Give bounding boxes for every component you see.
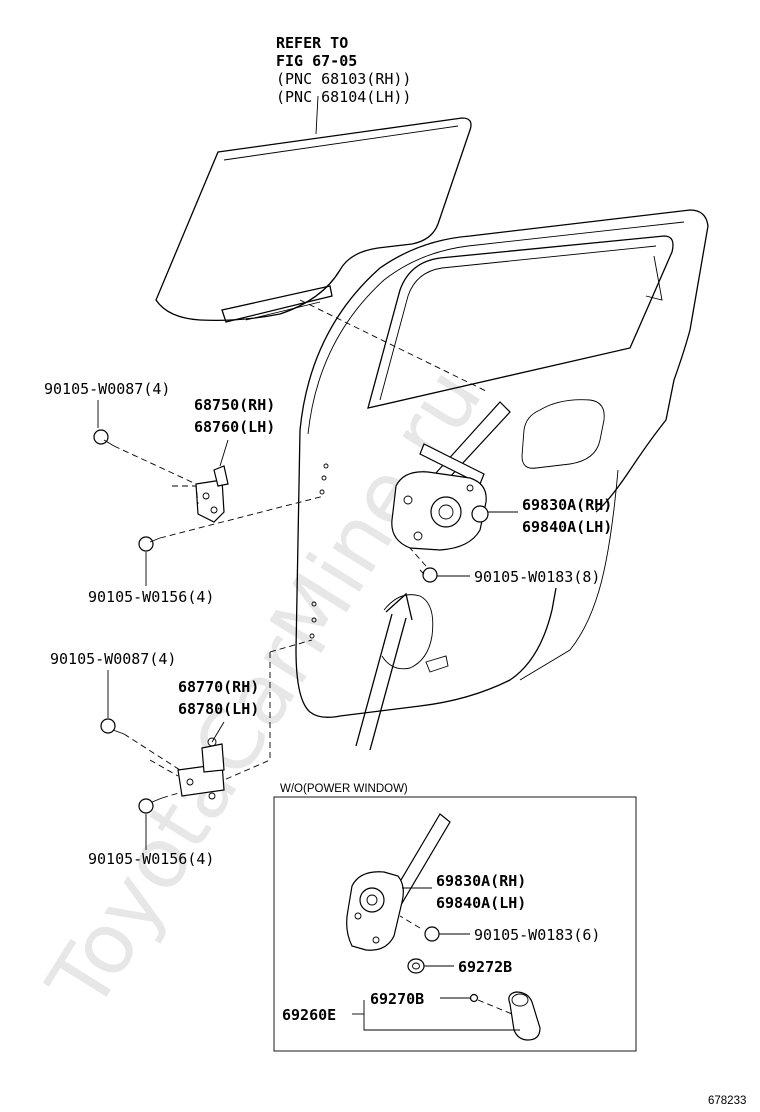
inset-label-handle-assy: 69260E — [282, 1006, 336, 1024]
label-lower-hinge-rh: 68770(RH) — [178, 678, 259, 696]
upper-hinge-top-bolt-icon — [93, 429, 115, 447]
refer-line-1: REFER TO — [276, 34, 348, 52]
label-lower-hinge-lh: 68780(LH) — [178, 700, 259, 718]
lower-hinge-door-dash — [269, 639, 313, 653]
lower-bolt-dash — [123, 733, 181, 771]
label-regulator-bolt: 90105-W0183(8) — [474, 568, 600, 586]
inset-label-washer: 69272B — [458, 958, 512, 976]
inset-label-bolt: 90105-W0183(6) — [474, 926, 600, 944]
refer-line-2: FIG 67-05 — [276, 52, 357, 70]
figure-code: 678233 — [708, 1095, 746, 1107]
inset-label-regulator-rh: 69830A(RH) — [436, 872, 526, 890]
inset-bolt-icon — [424, 926, 440, 942]
lower-hinge-bottom-bolt-icon — [138, 797, 163, 814]
assembly-arrow-icon — [355, 592, 413, 751]
label-bolt-lower-top: 90105-W0087(4) — [50, 650, 176, 668]
label-bolt-upper-top: 90105-W0087(4) — [44, 380, 170, 398]
inset-frame — [273, 796, 637, 1052]
upper-hinge-leader — [219, 439, 229, 467]
door-glass — [155, 117, 472, 323]
lower-hinge-top-bolt-icon — [100, 718, 125, 735]
inset-label-regulator-lh: 69840A(LH) — [436, 894, 526, 912]
snap-ring-icon — [469, 993, 479, 1003]
label-bolt-lower-bottom: 90105-W0156(4) — [88, 850, 214, 868]
label-regulator-rh: 69830A(RH) — [522, 496, 612, 514]
inset-label-snap-ring: 69270B — [370, 990, 424, 1008]
lower-hinge-bottom-dash — [161, 791, 183, 799]
inset-bolt-dash — [399, 915, 421, 929]
window-handle-icon — [508, 991, 541, 1041]
label-upper-hinge-rh: 68750(RH) — [194, 396, 275, 414]
window-regulator — [391, 401, 511, 551]
lower-hinge-dash — [223, 652, 271, 781]
regulator-bolt-dash — [409, 547, 427, 567]
label-regulator-lh: 69840A(LH) — [522, 518, 612, 536]
regulator-bolt-icon — [419, 567, 438, 583]
upper-bolt-dash — [113, 445, 197, 485]
label-upper-hinge-lh: 68760(LH) — [194, 418, 275, 436]
manual-regulator — [346, 813, 451, 951]
label-bolt-upper-bottom: 90105-W0156(4) — [88, 588, 214, 606]
upper-hinge-bottom-bolt-icon — [138, 536, 161, 552]
refer-line-4: (PNC 68104(LH)) — [276, 88, 411, 106]
door-panel — [295, 209, 709, 718]
washer-icon — [407, 958, 425, 974]
upper-hinge — [172, 465, 229, 523]
handle-assy-bracket — [363, 1000, 520, 1031]
handle-dash — [477, 999, 513, 1015]
refer-line-3: (PNC 68103(RH)) — [276, 70, 411, 88]
lower-bolt-dash-2 — [149, 759, 179, 777]
upper-hinge-bottom-dash — [159, 495, 325, 539]
lower-hinge — [177, 737, 225, 800]
glass-guide-line — [299, 299, 489, 393]
inset-title: W/O(POWER WINDOW) — [280, 783, 408, 795]
refer-leader — [315, 95, 319, 135]
lower-hinge-leader — [211, 721, 225, 743]
